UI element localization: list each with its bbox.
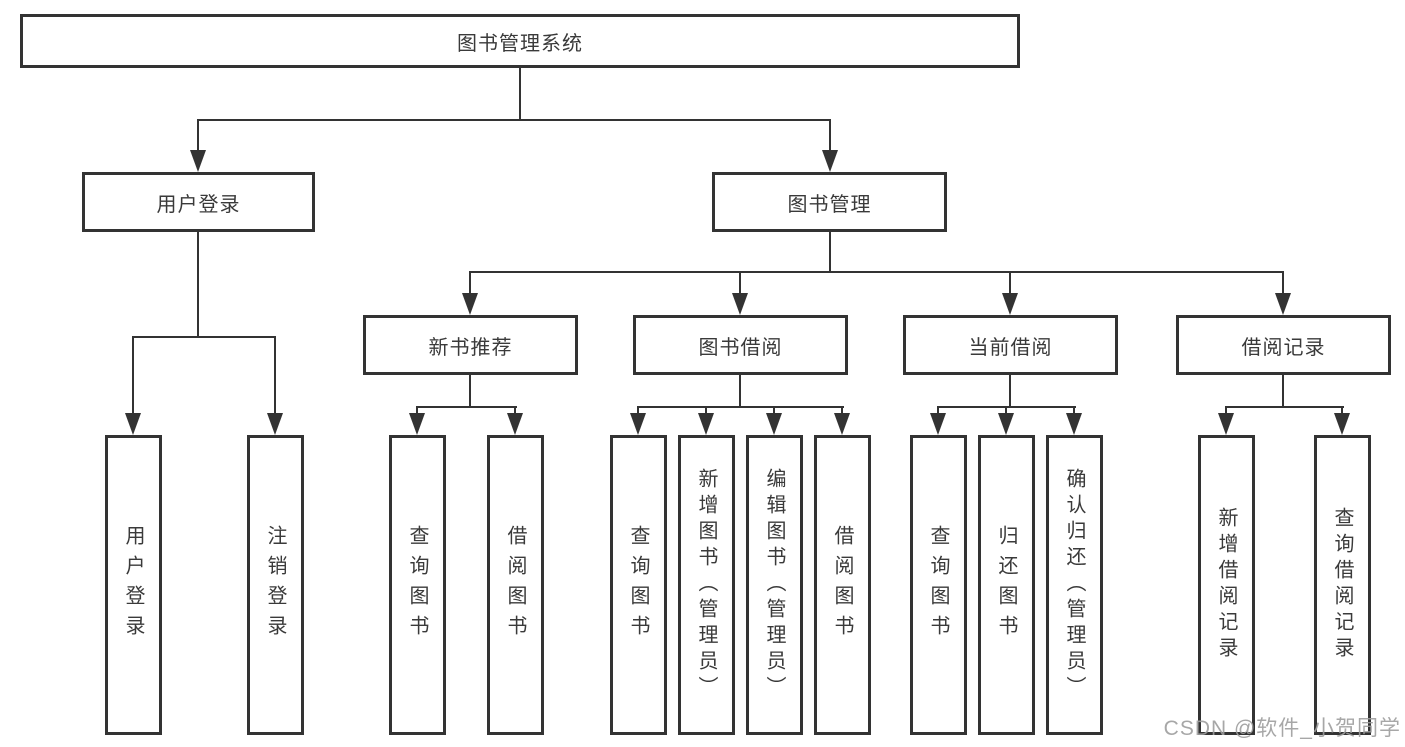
connector-line [739,375,741,407]
leaf-confirm-return-admin: 确认归还（管理员） [1046,435,1103,735]
connector-line [274,336,276,415]
connector-line [132,336,276,338]
connector-line [197,119,831,121]
leaf-borrow-books: 借阅图书 [814,435,871,735]
leaf-label: 确认归还（管理员） [1063,468,1085,702]
connector-line [841,406,843,415]
node-borrowing-records: 借阅记录 [1176,315,1391,375]
connector-line [773,406,775,415]
connector-line [829,232,831,272]
leaf-label: 编辑图书（管理员） [763,468,785,702]
arrow-down-icon [732,293,748,315]
leaf-label: 新增借阅记录 [1215,507,1237,663]
connector-line [637,406,844,408]
leaf-edit-book-admin: 编辑图书（管理员） [746,435,803,735]
arrow-down-icon [822,150,838,172]
connector-line [416,406,418,415]
connector-line [469,375,471,407]
connector-line [197,232,199,337]
connector-line [937,406,939,415]
leaf-label: 归还图书 [995,525,1017,645]
arrow-down-icon [190,150,206,172]
leaf-query-books: 查询图书 [610,435,667,735]
connector-line [705,406,707,415]
node-book-borrowing: 图书借阅 [633,315,848,375]
connector-line [739,271,741,295]
connector-line [1009,271,1011,295]
arrow-down-icon [998,413,1014,435]
arrow-down-icon [834,413,850,435]
arrow-down-icon [267,413,283,435]
connector-line [1225,406,1344,408]
leaf-borrow-books: 借阅图书 [487,435,544,735]
arrow-down-icon [1334,413,1350,435]
connector-line [829,119,831,152]
node-current-borrowing: 当前借阅 [903,315,1118,375]
connector-line [1341,406,1343,415]
leaf-label: 用户登录 [122,525,144,645]
leaf-label: 借阅图书 [831,525,853,645]
leaf-add-book-admin: 新增图书（管理员） [678,435,735,735]
connector-line [519,68,521,119]
arrow-down-icon [1275,293,1291,315]
leaf-label: 新增图书（管理员） [695,468,717,702]
connector-line [469,271,471,295]
connector-line [1005,406,1007,415]
csdn-watermark: CSDN @软件_小贺同学 [1163,717,1401,740]
arrow-down-icon [630,413,646,435]
leaf-add-borrow-record: 新增借阅记录 [1198,435,1255,735]
arrow-down-icon [766,413,782,435]
arrow-down-icon [409,413,425,435]
node-user-login: 用户登录 [82,172,315,232]
arrow-down-icon [1002,293,1018,315]
arrow-down-icon [1066,413,1082,435]
connector-line [469,271,1284,273]
leaf-logout: 注销登录 [247,435,304,735]
arrow-down-icon [1218,413,1234,435]
leaf-label: 借阅图书 [504,525,526,645]
connector-line [1073,406,1075,415]
connector-line [1282,271,1284,295]
connector-line [1282,375,1284,407]
connector-line [1225,406,1227,415]
leaf-query-books: 查询图书 [389,435,446,735]
leaf-query-books: 查询图书 [910,435,967,735]
connector-line [514,406,516,415]
leaf-label: 注销登录 [264,525,286,645]
arrow-down-icon [462,293,478,315]
arrow-down-icon [507,413,523,435]
leaf-label: 查询借阅记录 [1331,507,1353,663]
connector-line [1009,375,1011,407]
arrow-down-icon [698,413,714,435]
leaf-return-books: 归还图书 [978,435,1035,735]
connector-line [132,336,134,415]
arrow-down-icon [930,413,946,435]
leaf-label: 查询图书 [927,525,949,645]
leaf-label: 查询图书 [406,525,428,645]
node-new-book-recommendation: 新书推荐 [363,315,578,375]
connector-line [637,406,639,415]
node-library-management-system: 图书管理系统 [20,14,1020,68]
leaf-query-borrow-record: 查询借阅记录 [1314,435,1371,735]
leaf-label: 查询图书 [627,525,649,645]
leaf-user-login: 用户登录 [105,435,162,735]
arrow-down-icon [125,413,141,435]
node-book-management: 图书管理 [712,172,947,232]
connector-line [416,406,517,408]
connector-line [197,119,199,152]
